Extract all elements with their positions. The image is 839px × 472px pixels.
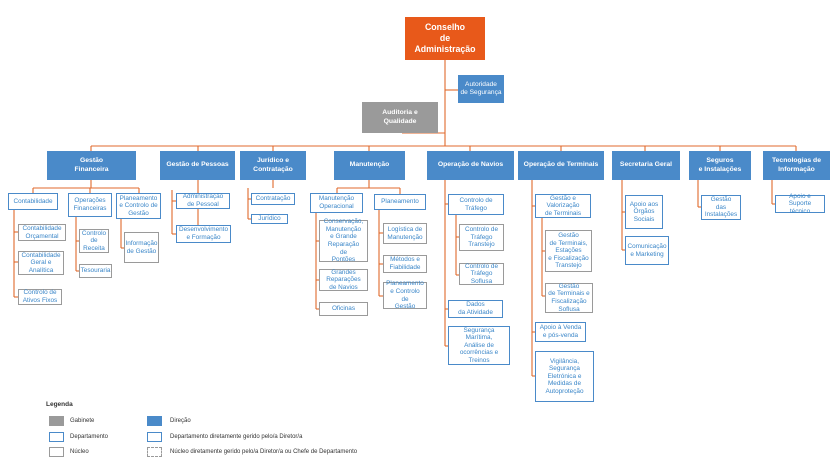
legend-swatch-nucleo-direct bbox=[147, 447, 162, 457]
legend-swatch-departamento bbox=[49, 432, 64, 442]
dept-board-support: Apoio aos Órgãos Sociais bbox=[625, 195, 663, 229]
dept-technical-support: Apoio e Suporte técnico bbox=[775, 193, 825, 215]
dept-operational-maintenance: Manutenção Operacional bbox=[310, 193, 363, 213]
legend-swatch-direcao bbox=[147, 416, 162, 426]
unit-pontoon-maintenance: Conservação, Manutenção e Grande Reparaç… bbox=[319, 218, 368, 263]
unit-revenue-control: Controlo de Receita bbox=[79, 229, 109, 253]
dir-people-management: Gestão de Pessoas bbox=[160, 151, 235, 180]
dept-development-training: Desenvolvimento e Formação bbox=[176, 225, 231, 243]
security-authority: Autoridade de Segurança bbox=[458, 75, 504, 103]
unit-ship-repairs: Grandes Reparações de Navios bbox=[319, 269, 368, 291]
dept-personnel-admin: Administração de Pessoal bbox=[176, 193, 230, 209]
unit-traffic-soflusa: Controlo de Tráfego Soflusa bbox=[459, 263, 504, 285]
unit-terminals-transtejo: Gestão de Terminais, Estações e Fiscaliz… bbox=[545, 230, 592, 272]
dir-legal-contracting: Jurídico e Contratação bbox=[240, 151, 306, 180]
dir-general-secretariat: Secretaria Geral bbox=[612, 151, 680, 180]
dept-terminal-management: Gestão e Valorização de Terminais bbox=[535, 194, 591, 218]
unit-fixed-assets: Controlo de Ativos Fixos bbox=[18, 289, 62, 305]
dept-planning-control: Planeamento e Controlo de Gestão bbox=[116, 193, 161, 219]
board-of-directors: Conselho de Administração bbox=[405, 17, 485, 60]
unit-terminals-soflusa: Gestão de Terminais e Fiscalização Soflu… bbox=[545, 283, 593, 313]
legend-label-direcao: Direção bbox=[170, 418, 191, 424]
dept-legal: Jurídico bbox=[251, 214, 288, 224]
dept-traffic-control: Controlo de Tráfego bbox=[448, 194, 504, 215]
legend-label-gabinete: Gabinete bbox=[70, 418, 95, 424]
legend-swatch-dept-direct bbox=[147, 432, 162, 442]
unit-planning-control: Planeamento e Controlo de Gestão bbox=[383, 280, 427, 310]
unit-general-accounting: Contabilidade Geral e Analítica bbox=[18, 251, 64, 275]
legend-swatch-gabinete bbox=[49, 416, 64, 426]
dept-surveillance-security: Vigilância, Segurança Eletrónica e Medid… bbox=[535, 351, 594, 402]
dept-contracting: Contratação bbox=[251, 193, 295, 205]
dir-information-technology: Tecnologias de Informação bbox=[763, 151, 830, 180]
dir-maintenance: Manutenção bbox=[334, 151, 405, 180]
dept-communication-marketing: Comunicação e Marketing bbox=[625, 236, 669, 265]
unit-methods-reliability: Métodos e Fiabilidade bbox=[383, 255, 427, 273]
unit-maintenance-logistics: Logística de Manutenção bbox=[383, 223, 427, 244]
legend-label-departamento: Departamento bbox=[70, 434, 109, 440]
dept-financial-operations: Operações Financeiras bbox=[68, 193, 112, 217]
dir-terminal-operation: Operação de Terminais bbox=[518, 151, 604, 180]
dept-sales-support: Apoio à Venda e pós-venda bbox=[535, 322, 586, 342]
unit-traffic-transtejo: Controlo de Tráfego Transtejo bbox=[459, 224, 504, 251]
dir-ship-operation: Operação de Navios bbox=[427, 151, 514, 180]
dept-facilities-management: Gestão das Instalações bbox=[701, 195, 741, 220]
dept-activity-data: Dados da Atividade bbox=[448, 300, 503, 318]
legend-label-nucleo: Núcleo bbox=[70, 449, 89, 455]
dept-planning: Planeamento bbox=[374, 194, 426, 210]
dir-insurance-facilities: Seguros e Instalações bbox=[689, 151, 751, 180]
unit-treasury: Tesouraria bbox=[79, 264, 112, 278]
legend-title: Legenda bbox=[46, 401, 73, 408]
audit-quality: Auditoria e Qualidade bbox=[362, 102, 438, 133]
legend-label-nucleo-direct: Núcleo diretamente gerido pelo/a Diretor… bbox=[170, 449, 358, 455]
unit-workshops: Oficinas bbox=[319, 302, 368, 316]
unit-management-information: Informação de Gestão bbox=[124, 232, 159, 263]
unit-budget-accounting: Contabilidade Orçamental bbox=[18, 224, 66, 241]
dept-maritime-safety: Segurança Marítima, Análise de ocorrênci… bbox=[448, 326, 510, 365]
dir-financial-management: Gestão Financeira bbox=[47, 151, 136, 180]
dept-accounting: Contabilidade bbox=[8, 193, 58, 210]
legend-swatch-nucleo bbox=[49, 447, 64, 457]
legend-label-dept-direct: Departamento diretamente gerido pelo/a D… bbox=[170, 434, 303, 440]
